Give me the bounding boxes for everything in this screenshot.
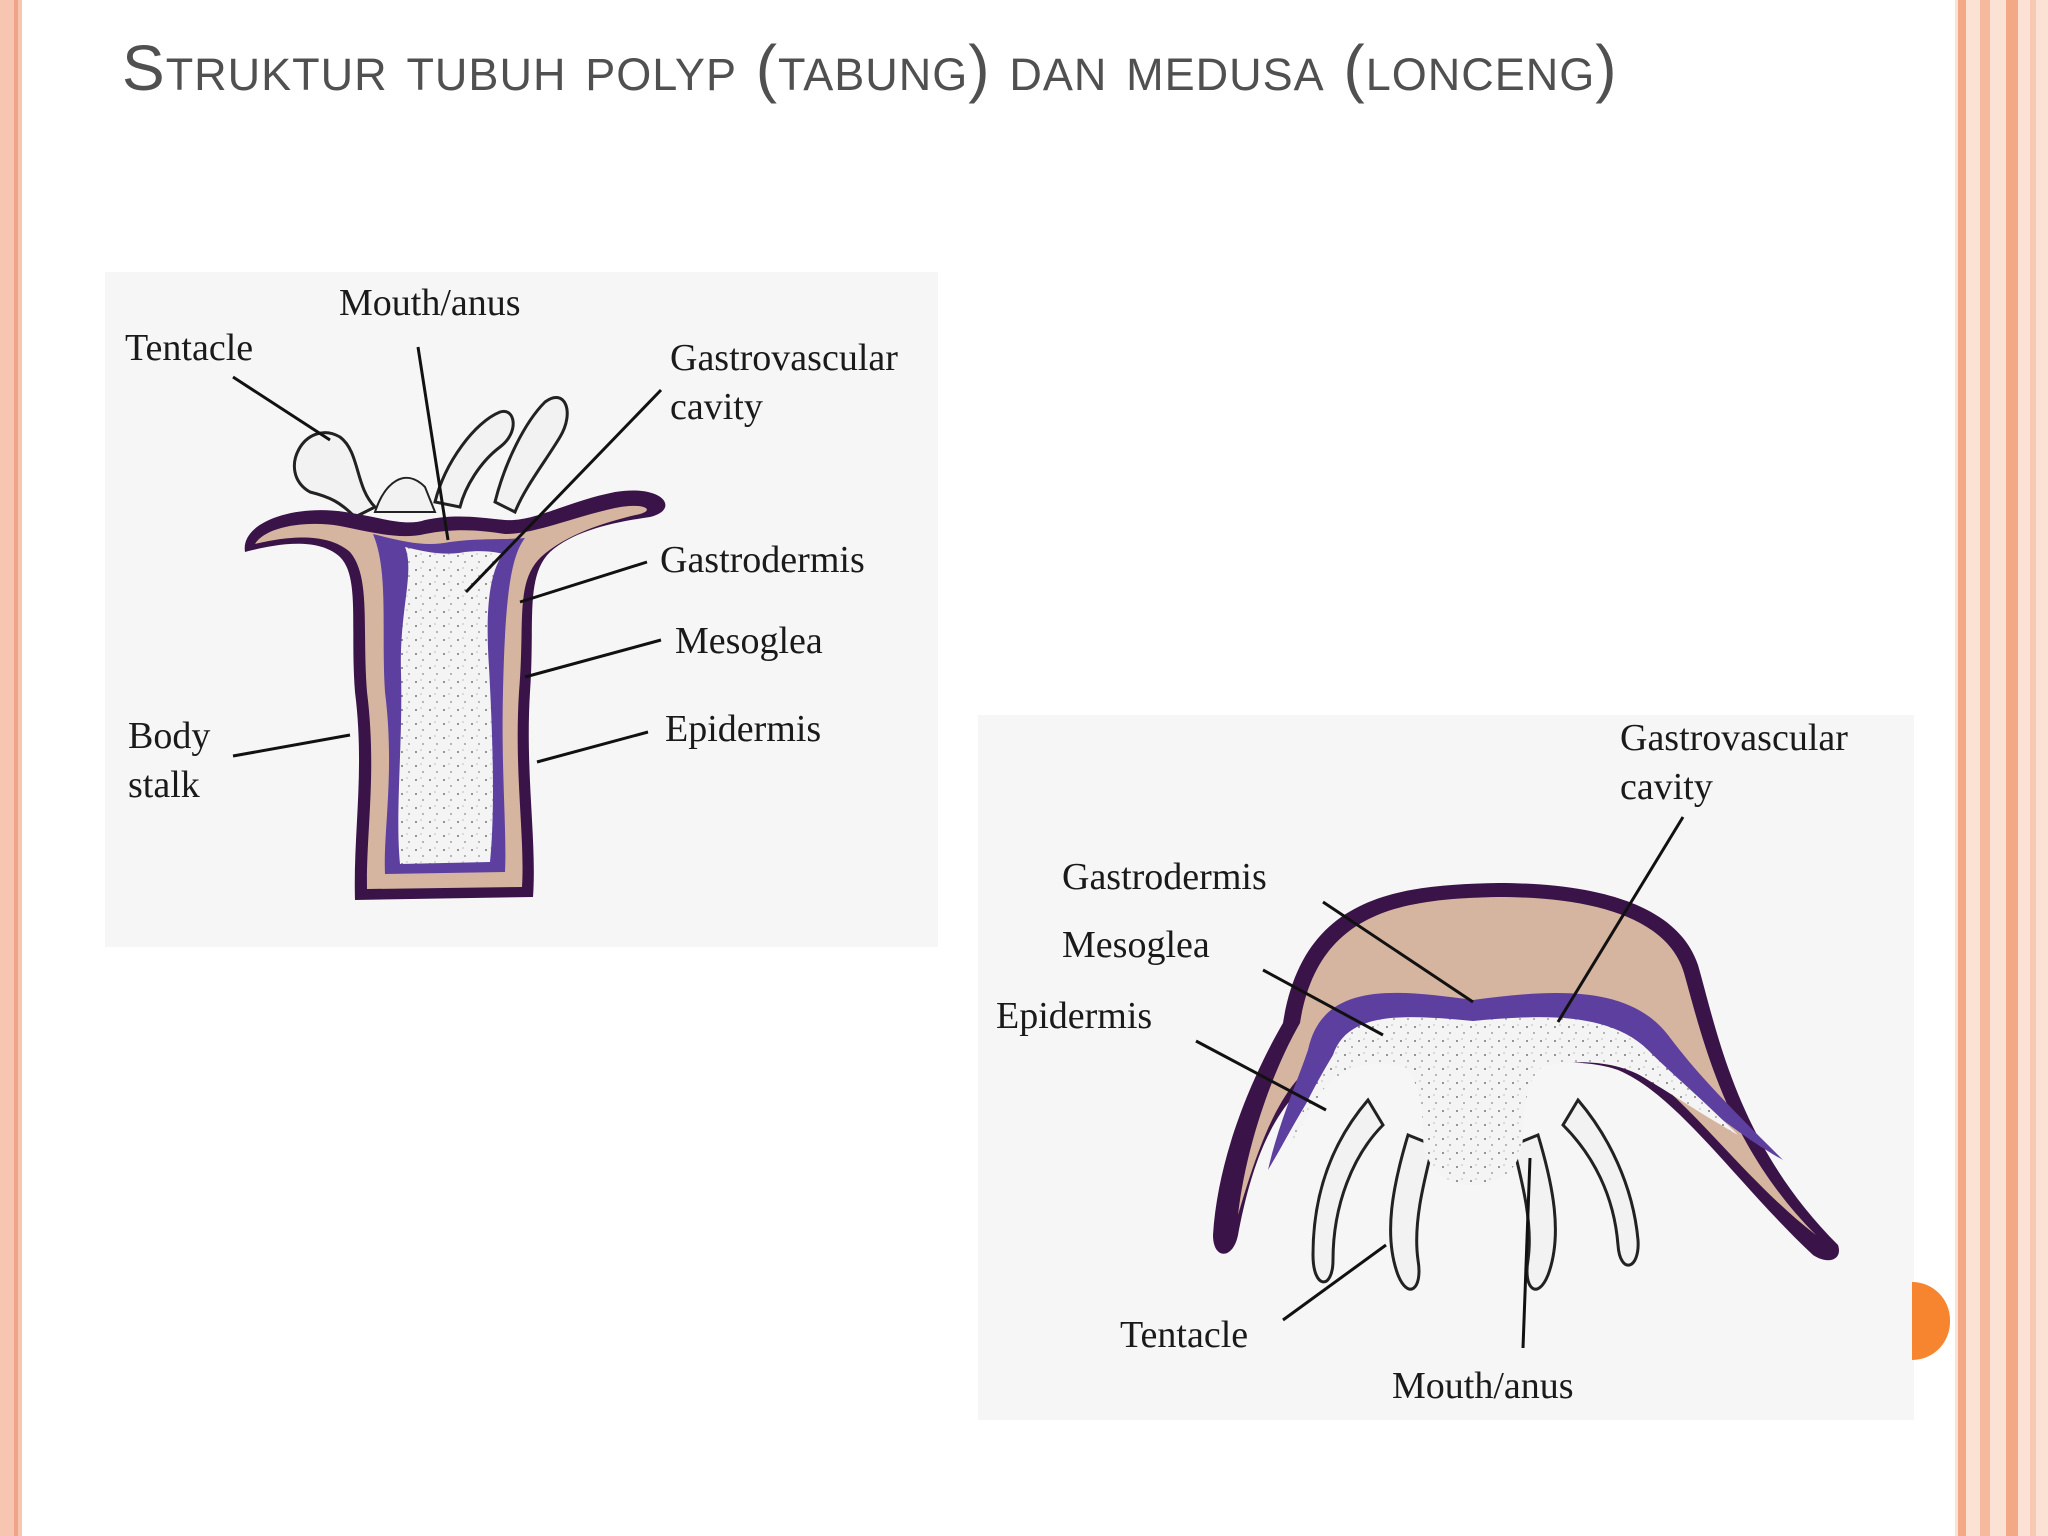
- medusa-cavity: [1288, 1017, 1738, 1185]
- leader-line: [1262, 968, 1384, 1037]
- polyp-tentacle: [373, 476, 437, 513]
- leader-line: [232, 375, 331, 442]
- label-gastrodermis: Gastrodermis: [1062, 856, 1267, 898]
- label-gastrodermis: Gastrodermis: [660, 539, 865, 581]
- left-border-line: [14, 0, 18, 1536]
- next-slide-tab[interactable]: [1912, 1282, 1950, 1360]
- label-tentacle: Tentacle: [125, 327, 253, 369]
- polyp-tentacle: [433, 409, 515, 509]
- label-gastrovascular: Gastrovascular: [670, 337, 898, 379]
- leader-line: [1521, 1157, 1532, 1349]
- polyp-tentacle: [493, 396, 569, 515]
- label-body: Body: [128, 715, 210, 757]
- label-stalk: stalk: [128, 764, 200, 806]
- medusa-illustration: Gastrovascular cavity Gastrodermis Mesog…: [996, 717, 1848, 1407]
- leader-line: [1282, 1243, 1387, 1322]
- label-tentacle: Tentacle: [1120, 1314, 1248, 1356]
- leader-line: [232, 733, 351, 758]
- label-cavity: cavity: [1620, 766, 1713, 808]
- label-mesoglea: Mesoglea: [1062, 924, 1210, 966]
- right-border-stripe: [1958, 0, 1966, 1536]
- label-mouth-anus: Mouth/anus: [339, 282, 521, 324]
- leader-line: [1556, 816, 1685, 1023]
- leader-line: [519, 560, 648, 604]
- label-epidermis: Epidermis: [996, 995, 1152, 1037]
- label-mesoglea: Mesoglea: [675, 620, 823, 662]
- polyp-diagram: Mouth/anus Tentacle Gastrovascular cavit…: [105, 272, 938, 947]
- leader-line: [536, 730, 649, 764]
- polyp-cavity: [398, 547, 503, 864]
- medusa-diagram: Gastrovascular cavity Gastrodermis Mesog…: [978, 715, 1914, 1420]
- right-border-stripe: [2030, 0, 2036, 1536]
- leader-line: [524, 638, 662, 679]
- label-epidermis: Epidermis: [665, 708, 821, 750]
- right-border-stripe: [1980, 0, 1990, 1536]
- label-cavity: cavity: [670, 386, 763, 428]
- leader-line: [464, 388, 663, 594]
- left-border-band: [0, 0, 22, 1536]
- medusa-tentacle: [1561, 1097, 1640, 1267]
- slide-title: Struktur tubuh polyp (tabung) dan medusa…: [122, 32, 1618, 104]
- leader-line: [416, 346, 450, 541]
- medusa-tentacle: [1389, 1132, 1435, 1291]
- medusa-tentacle: [1511, 1132, 1557, 1291]
- leader-line: [1322, 900, 1474, 1004]
- right-border-stripe: [2006, 0, 2018, 1536]
- leader-line: [1195, 1039, 1327, 1112]
- medusa-mesoglea: [1238, 897, 1816, 1235]
- polyp-tentacle: [292, 431, 378, 519]
- label-mouth-anus: Mouth/anus: [1392, 1365, 1574, 1407]
- medusa-tentacle: [1311, 1097, 1385, 1284]
- polyp-illustration: Mouth/anus Tentacle Gastrovascular cavit…: [125, 282, 898, 900]
- label-gastrovascular: Gastrovascular: [1620, 717, 1848, 759]
